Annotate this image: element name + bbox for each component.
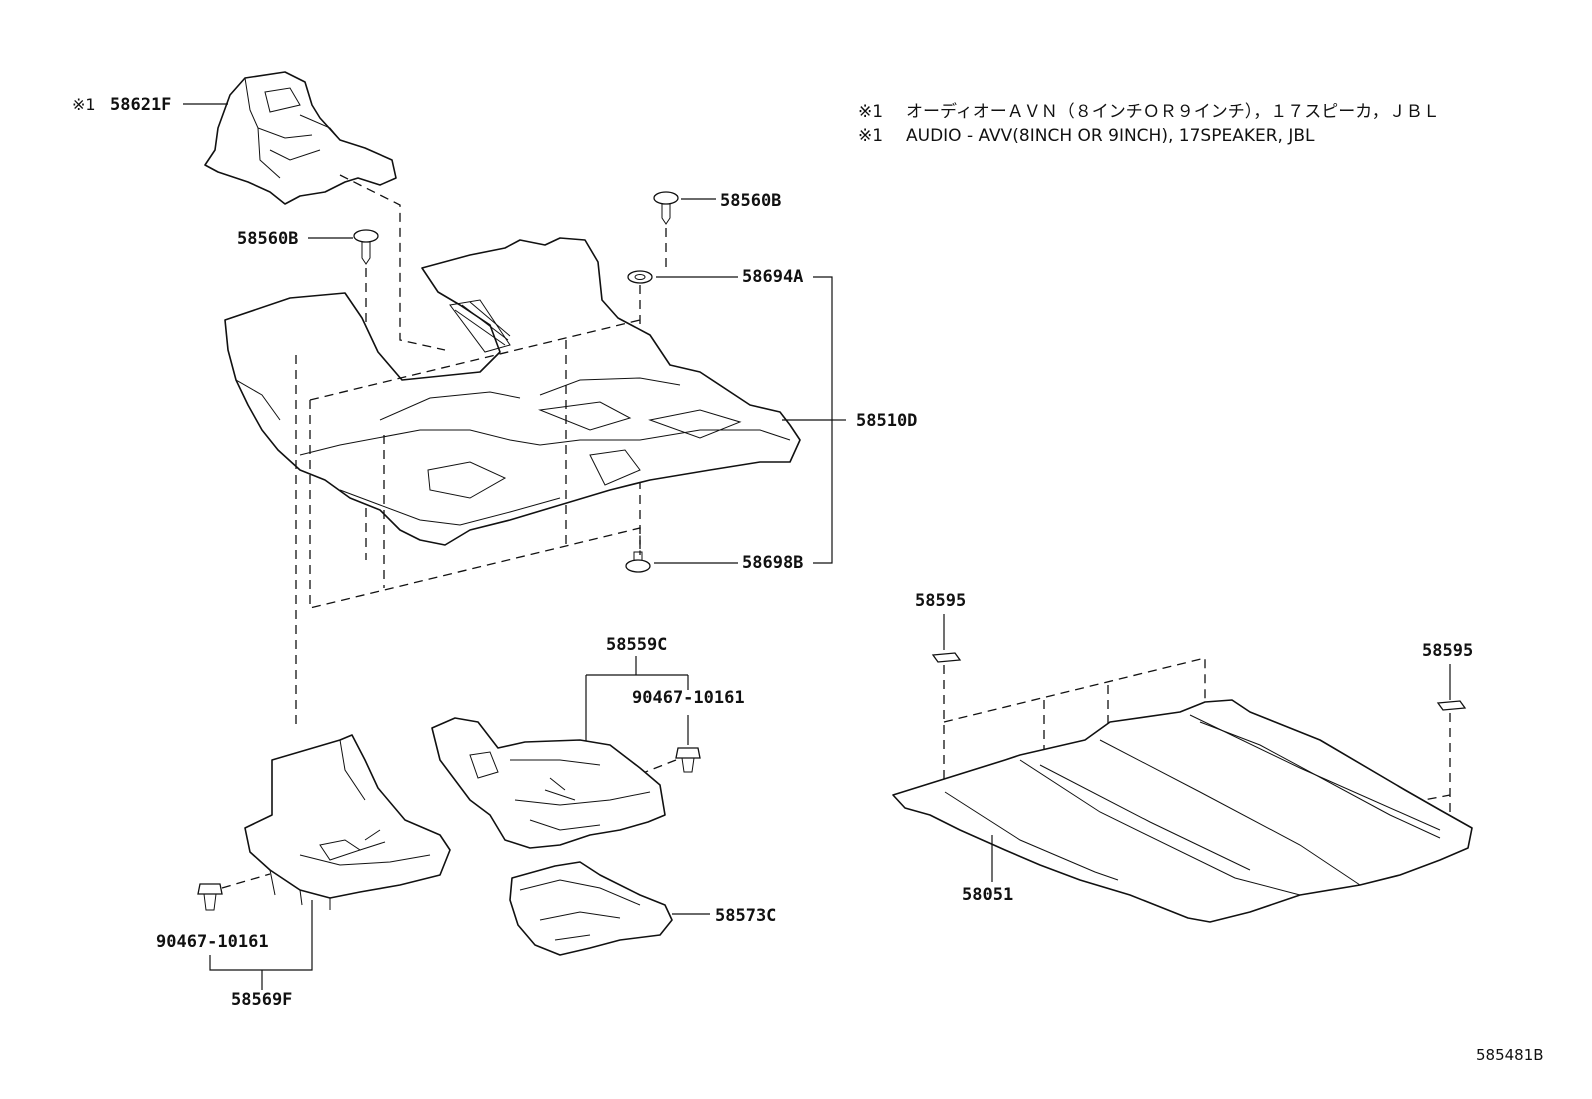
note-line-jp: オーディオーＡＶＮ（８インチＯＲ９インチ），１７スピーカ，ＪＢＬ xyxy=(906,101,1440,122)
label-58569F: 58569F xyxy=(231,990,292,1010)
part-58051-drawing xyxy=(892,699,1473,923)
clip-90467-upper xyxy=(675,747,701,773)
label-90467-lower: 90467-10161 xyxy=(156,932,269,952)
clip-58595-right xyxy=(1436,700,1467,711)
note-line-en: AUDIO - AVV(8INCH OR 9INCH), 17SPEAKER, … xyxy=(906,126,1315,146)
clip-58698B xyxy=(625,551,651,573)
clip-58560B-right xyxy=(653,191,679,225)
clip-58694A xyxy=(627,270,653,284)
label-58560B-right: 58560B xyxy=(720,191,781,211)
clip-58560B-left xyxy=(353,229,379,265)
part-58573C-drawing xyxy=(509,861,673,956)
diagram-code: 585481B xyxy=(1476,1046,1544,1064)
note-mark-jp: ※1 xyxy=(858,102,883,122)
note-block: ※1 オーディオーＡＶＮ（８インチＯＲ９インチ），１７スピーカ，ＪＢＬ ※1 A… xyxy=(858,101,1440,146)
label-58621F: 58621F xyxy=(110,95,171,115)
label-58510D: 58510D xyxy=(856,411,917,431)
label-58560B-left: 58560B xyxy=(237,229,298,249)
label-58559C: 58559C xyxy=(606,635,667,655)
label-58621F-mark: ※1 xyxy=(72,95,96,114)
label-58051: 58051 xyxy=(962,885,1013,905)
label-58698B: 58698B xyxy=(742,553,803,573)
part-58621F-drawing xyxy=(204,71,397,205)
label-58595-right: 58595 xyxy=(1422,641,1473,661)
label-90467-upper: 90467-10161 xyxy=(632,688,745,708)
label-58573C: 58573C xyxy=(715,906,776,926)
clip-58595-left xyxy=(931,652,962,663)
part-58559C-drawing xyxy=(431,717,666,849)
label-58595-left: 58595 xyxy=(915,591,966,611)
part-58569F-drawing xyxy=(244,734,451,910)
label-58694A: 58694A xyxy=(742,267,803,287)
clip-90467-lower xyxy=(197,883,223,911)
note-mark-en: ※1 xyxy=(858,126,883,146)
part-58510D-drawing xyxy=(224,237,801,546)
